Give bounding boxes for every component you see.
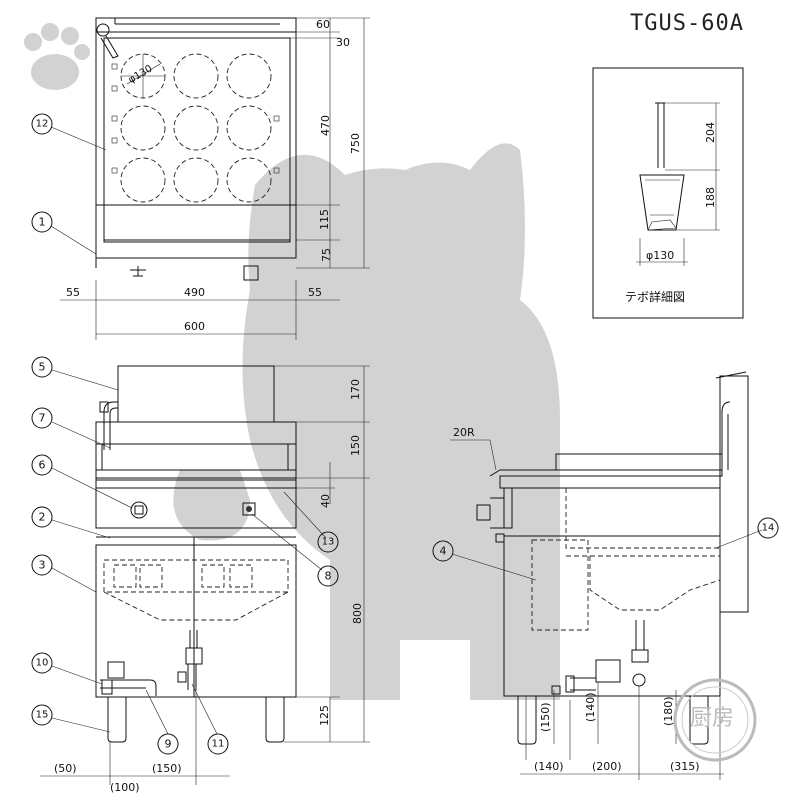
dim-600: 600 [184,320,205,333]
dim-125: 125 [318,705,331,726]
svg-text:4: 4 [440,545,447,558]
callout-2: 2 [31,506,53,528]
callout-1: 1 [31,211,53,233]
dim-315p-bottom: (315) [670,760,700,773]
svg-text:9: 9 [165,738,172,751]
side-view [476,371,749,745]
dim-140p-bottom: (140) [534,760,564,773]
callout-11: 11 [207,733,229,755]
svg-text:5: 5 [39,361,46,374]
dim-40: 40 [319,494,332,508]
svg-text:12: 12 [36,119,49,130]
dim-75: 75 [320,248,333,262]
front-view-dimensions: 170 150 40 800 125 (50) (150) (100) [40,365,370,794]
dim-detail-dia: φ130 [646,249,674,262]
dim-188: 188 [704,187,717,208]
dim-55-right: 55 [308,286,322,299]
top-view [95,17,297,281]
model-title: TGUS-60A [630,11,744,36]
top-view-dimensions: 60 30 470 750 115 75 55 490 55 600 [60,17,370,340]
front-view [95,365,297,743]
dim-100p: (100) [110,781,140,794]
svg-text:8: 8 [325,570,332,583]
dim-20r: 20R [453,426,475,439]
stamp-logo: 厨房 [673,678,757,762]
callout-8: 8 [317,565,339,587]
svg-text:2: 2 [39,511,46,524]
stamp-text: 厨房 [690,706,734,731]
callout-13: 13 [317,531,339,553]
svg-text:1: 1 [39,216,46,229]
svg-text:13: 13 [322,537,335,548]
svg-text:6: 6 [39,459,46,472]
dim-basket-dia: φ130 [127,63,155,85]
dim-150: 150 [349,435,362,456]
dim-150p-side: (150) [539,702,552,732]
dim-180p-side: (180) [662,696,675,726]
dim-30: 30 [336,36,350,49]
callout-10: 10 [31,652,53,674]
dim-115: 115 [318,209,331,230]
callout-9: 9 [157,733,179,755]
callout-15: 15 [31,704,53,726]
callout-4: 4 [432,540,454,562]
dim-800: 800 [351,603,364,624]
svg-text:11: 11 [212,739,225,750]
callout-3: 3 [31,554,53,576]
svg-text:3: 3 [39,559,46,572]
dim-200p-bottom: (200) [592,760,622,773]
dim-470: 470 [319,115,332,136]
callout-leaders [50,126,763,735]
dim-140p-side: (140) [584,692,597,722]
svg-text:7: 7 [39,412,46,425]
svg-text:15: 15 [36,710,49,721]
callout-7: 7 [31,407,53,429]
basket-detail: 204 188 φ130 テボ詳細図 [592,67,744,319]
callout-6: 6 [31,454,53,476]
callout-12: 12 [31,113,53,135]
svg-text:14: 14 [762,523,775,534]
dim-750: 750 [349,133,362,154]
dim-150p: (150) [152,762,182,775]
detail-title: テボ詳細図 [625,289,685,304]
callout-14: 14 [757,517,779,539]
dim-60: 60 [316,18,330,31]
dim-490: 490 [184,286,205,299]
dim-55-left: 55 [66,286,80,299]
side-view-dimensions: 20R (140) (200) (315) (150) (140) (180) [450,426,724,780]
callout-5: 5 [31,356,53,378]
dim-170: 170 [349,379,362,400]
dim-50p: (50) [54,762,77,775]
watermark-paw-icon [24,23,90,90]
dim-204: 204 [704,122,717,143]
svg-text:10: 10 [36,658,49,669]
